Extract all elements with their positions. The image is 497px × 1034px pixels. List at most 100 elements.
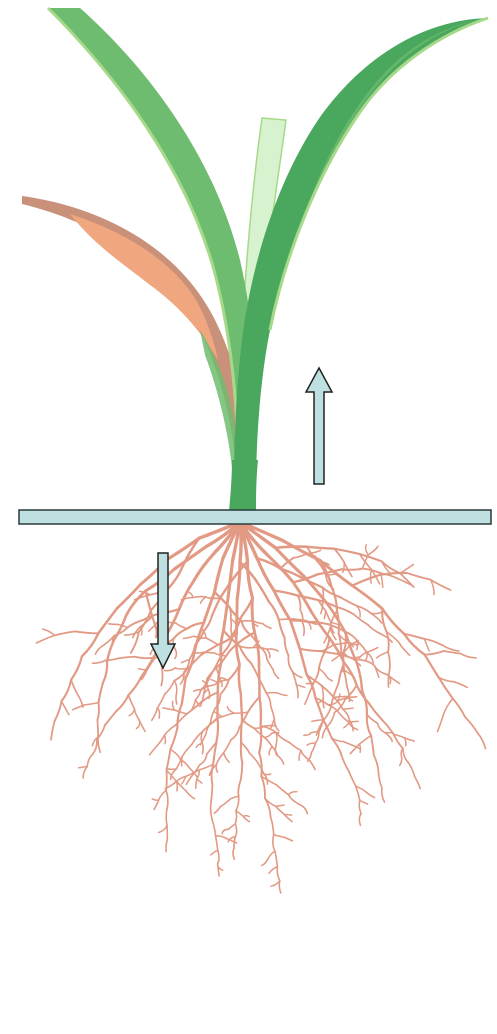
root-segment (288, 656, 292, 672)
root-segment (274, 719, 278, 731)
root-segment (165, 681, 175, 694)
root-segment (326, 611, 331, 622)
root-segment (330, 628, 336, 640)
root-segment (322, 725, 328, 737)
root-segment (208, 683, 218, 687)
root-segment (425, 655, 439, 678)
root-segment (117, 585, 140, 609)
root-segment (371, 612, 383, 614)
root-segment (238, 633, 255, 644)
root-segment (135, 657, 153, 658)
root-segment (307, 547, 334, 549)
root-segment (347, 686, 350, 701)
root-segment (197, 779, 202, 783)
root-segment (95, 645, 104, 654)
root-segment (170, 749, 180, 759)
root-segment (165, 735, 166, 744)
root-segment (243, 816, 249, 821)
root-segment (264, 734, 271, 738)
root-segment (180, 672, 184, 684)
root-segment (400, 564, 413, 573)
root-segment (454, 682, 468, 688)
root-segment (134, 709, 139, 721)
root-segment (264, 737, 272, 746)
root-segment (271, 706, 275, 719)
leaf-right (234, 18, 488, 492)
root-segment (321, 601, 323, 613)
root-segment (359, 800, 361, 813)
root-segment (276, 733, 289, 743)
root-segment (206, 638, 218, 645)
root-segment (231, 727, 240, 740)
root-segment (222, 713, 234, 717)
root-segment (212, 598, 220, 616)
root-segment (368, 648, 378, 652)
root-segment (228, 796, 238, 800)
root-segment (400, 758, 402, 766)
root-segment (263, 624, 271, 629)
root-system (36, 522, 485, 893)
root-segment (371, 570, 372, 584)
root-segment (385, 733, 392, 742)
root-segment (369, 704, 382, 720)
root-segment (176, 623, 187, 629)
root-segment (172, 701, 174, 710)
root-segment (241, 694, 242, 720)
root-segment (326, 675, 332, 681)
root-segment (284, 837, 293, 841)
root-segment (403, 749, 409, 764)
root-segment (438, 715, 444, 732)
root-segment (360, 736, 372, 744)
root-segment (243, 816, 249, 817)
root-segment (43, 629, 55, 635)
root-segment (176, 693, 177, 704)
root-segment (276, 805, 285, 806)
root-segment (224, 753, 230, 763)
root-segment (165, 668, 176, 671)
root-segment (103, 662, 107, 683)
root-segment (177, 704, 181, 728)
root-segment (371, 613, 382, 623)
root-segment (216, 719, 218, 743)
root-segment (236, 796, 239, 810)
root-segment (216, 836, 227, 839)
root-segment (194, 553, 215, 581)
root-segment (324, 611, 325, 619)
root-segment (128, 678, 140, 696)
root-segment (337, 607, 354, 614)
root-segment (211, 850, 218, 855)
root-segment (264, 774, 271, 775)
root-segment (278, 756, 284, 764)
root-segment (275, 745, 276, 756)
root-segment (237, 562, 240, 599)
root-segment (51, 721, 55, 739)
root-segment (261, 776, 265, 798)
root-segment (284, 814, 292, 815)
root-segment (235, 824, 236, 837)
root-segment (97, 703, 99, 721)
root-segment (337, 611, 339, 633)
root-segment (129, 709, 134, 716)
root-segment (298, 596, 301, 610)
root-segment (374, 755, 379, 773)
root-segment (182, 745, 192, 757)
root-segment (362, 690, 367, 714)
root-segment (136, 721, 139, 729)
root-segment (269, 601, 279, 619)
root-segment (109, 624, 118, 625)
root-segment (367, 714, 378, 723)
root-segment (386, 632, 388, 652)
root-segment (248, 697, 260, 713)
root-segment (352, 575, 380, 586)
root-segment (241, 742, 249, 753)
root-segment (309, 760, 315, 770)
root-segment (465, 717, 477, 733)
root-segment (359, 814, 361, 826)
root-segment (268, 851, 275, 859)
root-segment (357, 641, 366, 652)
root-segment (360, 744, 361, 752)
root-segment (174, 681, 176, 693)
root-segment (379, 773, 383, 788)
root-segment (98, 608, 117, 633)
root-segment (344, 670, 347, 686)
